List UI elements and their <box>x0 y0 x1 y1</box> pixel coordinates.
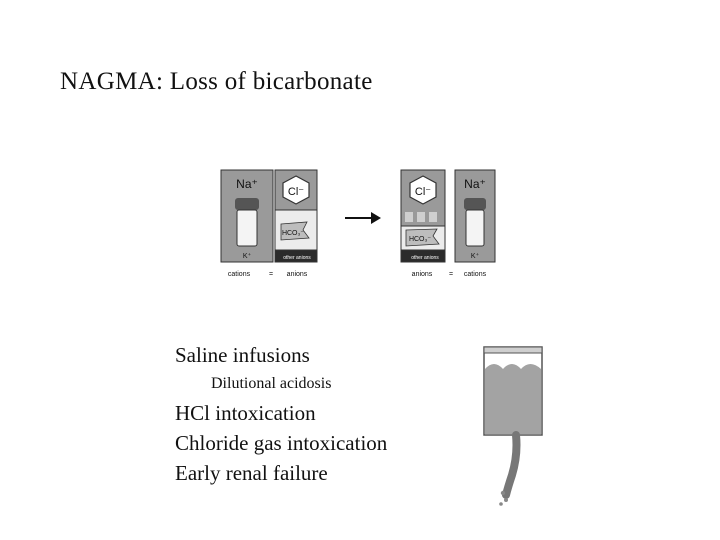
anion-gap-diagram: Na⁺ K⁺ Cl⁻ HCO₃⁻ other anions cations = … <box>220 169 496 278</box>
list-item: HCl intoxication <box>175 401 316 425</box>
right-caption-anions: anions <box>412 271 433 278</box>
left-caption-cations: cations <box>228 271 251 278</box>
salt-shaker-icon <box>235 198 259 247</box>
left-anion-column: Cl⁻ HCO₃⁻ other anions <box>274 169 318 263</box>
right-caption-equals: = <box>449 271 453 278</box>
list-item: Chloride gas intoxication <box>175 431 388 455</box>
list-subitem: Dilutional acidosis <box>211 375 332 392</box>
left-caption-equals: = <box>269 271 273 278</box>
list-item: Saline infusions <box>175 343 310 367</box>
right-arrow-icon <box>345 212 381 224</box>
left-other-anions-label: other anions <box>283 255 311 261</box>
right-other-anions-label: other anions <box>411 255 439 261</box>
left-caption-anions: anions <box>287 271 308 278</box>
causes-list: Saline infusions Dilutional acidosis HCl… <box>175 340 387 488</box>
left-cation-top-label: Na⁺ <box>236 177 258 191</box>
left-cation-column: Na⁺ K⁺ <box>220 169 274 263</box>
right-bicarbonate-label: HCO₃⁻ <box>409 236 431 243</box>
iv-bag-icon <box>483 346 543 506</box>
list-item: Early renal failure <box>175 461 328 485</box>
left-bicarbonate-label: HCO₃⁻ <box>282 230 304 237</box>
left-chloride-label: Cl⁻ <box>288 186 304 198</box>
right-cation-top-label: Na⁺ <box>464 177 486 191</box>
slide-title: NAGMA: Loss of bicarbonate <box>60 68 373 95</box>
salt-shaker-icon <box>464 198 486 247</box>
right-anion-column: Cl⁻ HCO₃⁻ other anions <box>400 169 446 263</box>
right-chloride-label: Cl⁻ <box>415 186 431 198</box>
left-cation-bottom-label: K⁺ <box>243 252 252 260</box>
right-cation-bottom-label: K⁺ <box>471 252 480 260</box>
right-caption-cations: cations <box>464 271 487 278</box>
right-cation-column: Na⁺ K⁺ <box>454 169 496 263</box>
